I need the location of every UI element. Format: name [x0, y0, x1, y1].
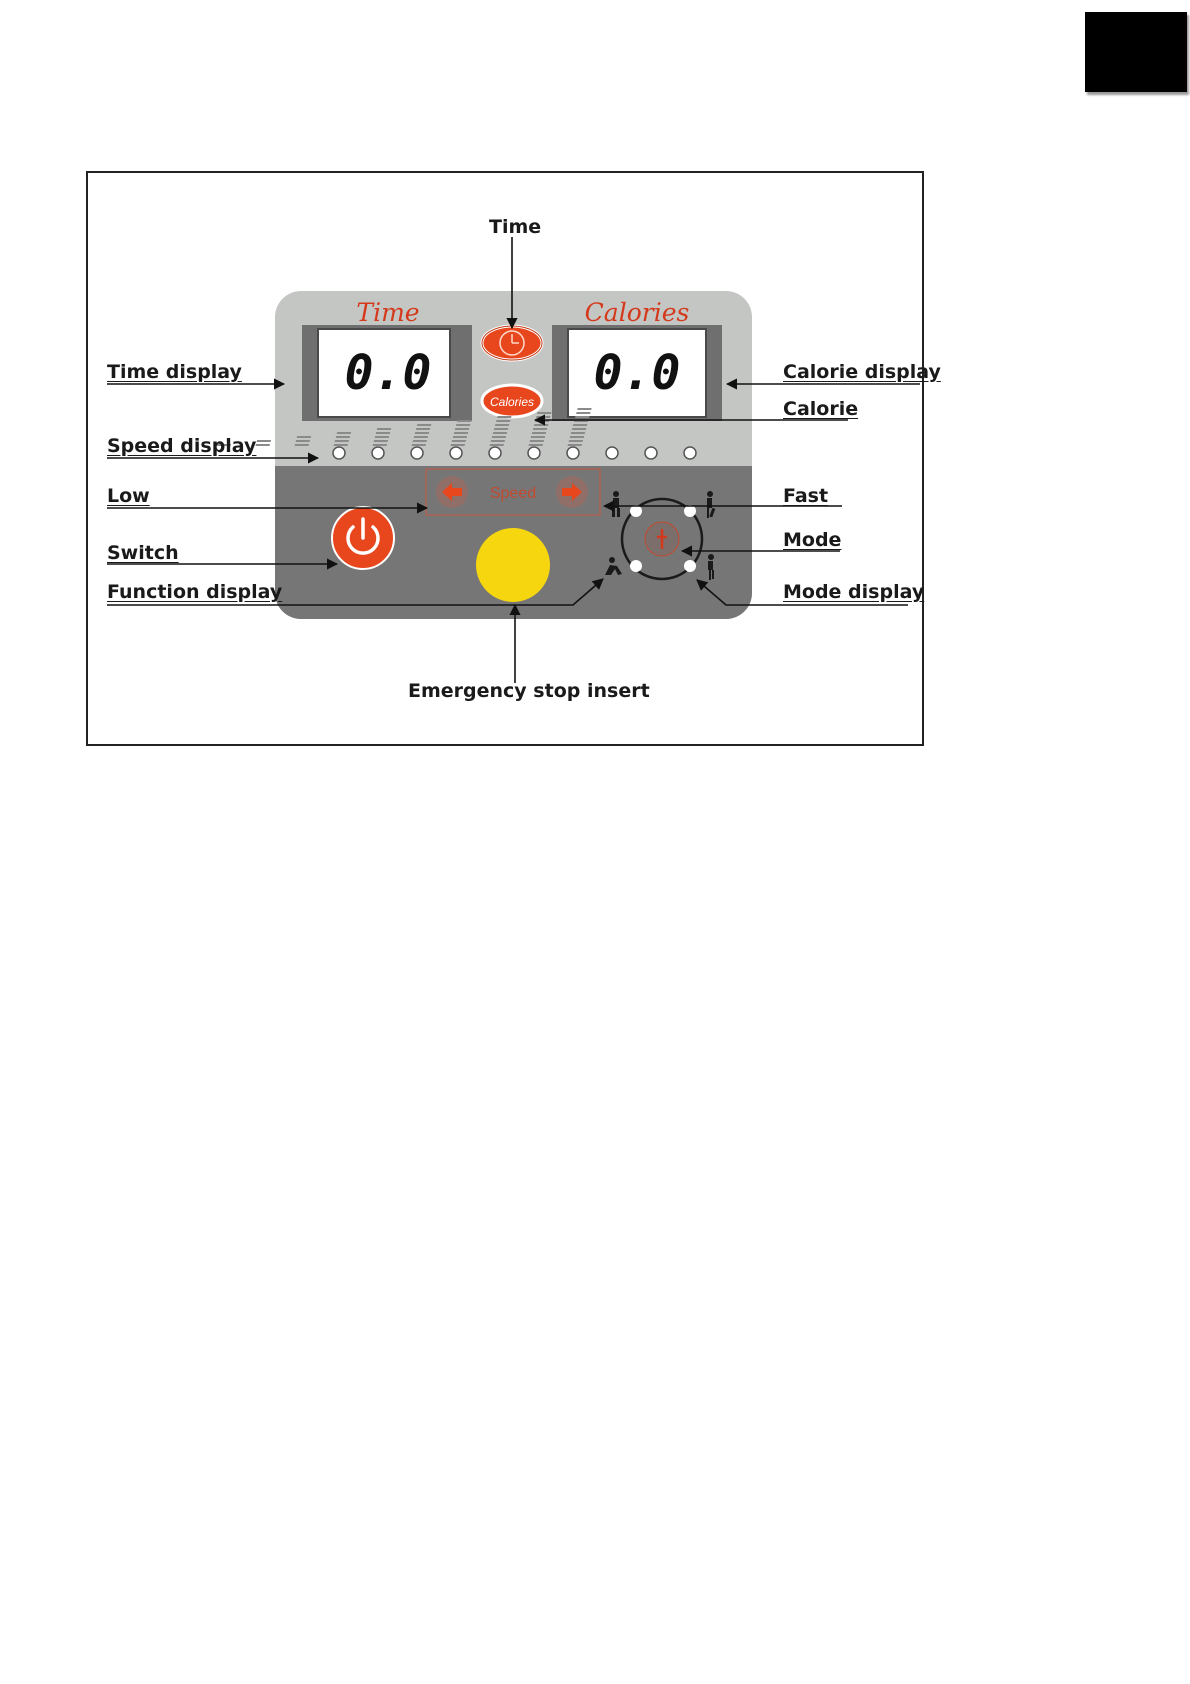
power-switch-button[interactable] [332, 507, 394, 569]
time-title: Time [356, 298, 419, 327]
calories-button[interactable]: Calories [482, 385, 542, 417]
switch-callout: Switch [107, 542, 179, 564]
mode-display-callout: Mode display [783, 581, 924, 603]
emergency-stop-insert[interactable] [476, 528, 550, 602]
calorie-callout: Calorie [783, 398, 858, 420]
mode-callout: Mode [783, 529, 841, 551]
fast-callout: Fast [783, 485, 828, 507]
time-value: 0.0 [345, 345, 432, 401]
calories-title: Calories [585, 298, 690, 327]
calorie-display-callout: Calorie display [783, 361, 941, 383]
time-callout: Time [489, 216, 541, 238]
mode-indicator-light [630, 560, 642, 572]
mode-indicator-light [684, 560, 696, 572]
emergency-stop-callout: Emergency stop insert [408, 680, 650, 702]
mode-button[interactable] [645, 522, 679, 556]
calories-button-label: Calories [490, 395, 534, 409]
speed-label: Speed [490, 485, 536, 502]
function-display-callout: Function display [107, 581, 282, 603]
calories-value: 0.0 [594, 345, 681, 401]
low-callout: Low [107, 485, 150, 507]
speed-display-callout: Speed display [107, 435, 256, 457]
speed-up-button[interactable] [556, 476, 588, 508]
time-button[interactable] [482, 326, 542, 360]
speed-down-button[interactable] [436, 476, 468, 508]
time-display-callout: Time display [107, 361, 242, 383]
